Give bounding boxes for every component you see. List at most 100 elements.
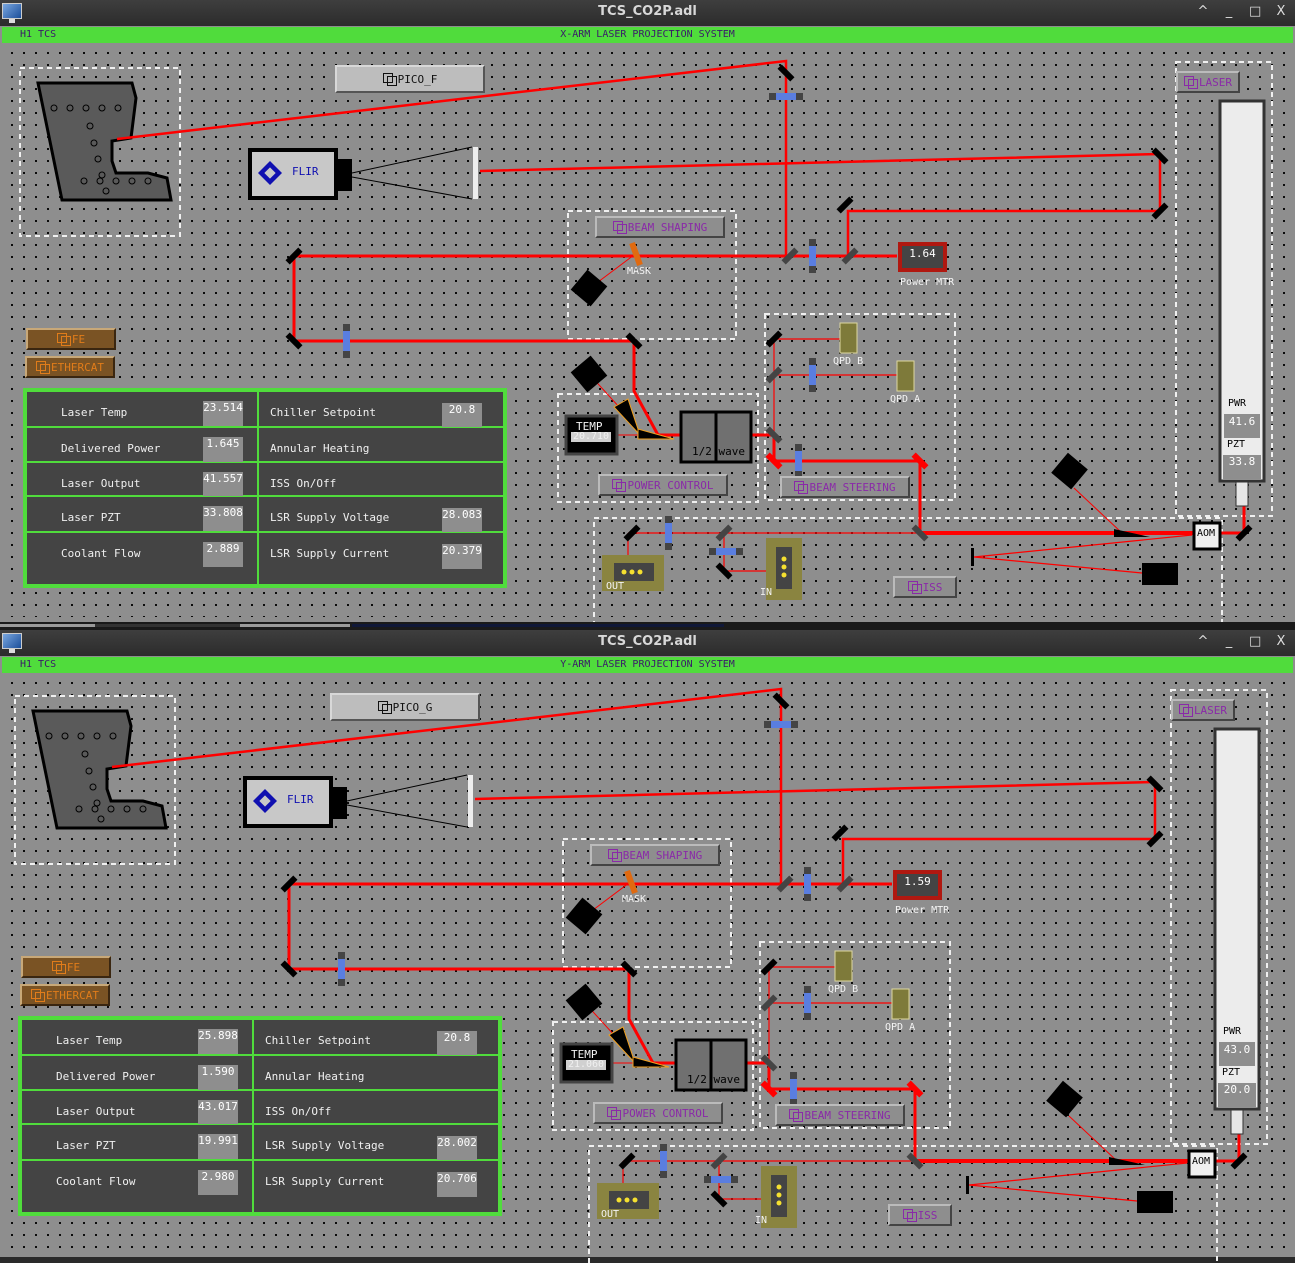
pin-icon	[624, 1197, 630, 1203]
power-control-button[interactable]: POWER CONTROL	[593, 1102, 723, 1124]
qpd-b-detector	[839, 322, 858, 354]
iss-button[interactable]: ISS	[888, 1204, 952, 1226]
mount-hole-icon	[89, 783, 97, 791]
beam-steering-button[interactable]: BEAM STEERING	[780, 476, 910, 498]
iris-icon	[971, 548, 974, 566]
in-label: IN	[760, 587, 773, 598]
pico-button[interactable]: PICO_G	[330, 693, 480, 721]
beam-dump-icon	[565, 983, 603, 1021]
close-button[interactable]: X	[1276, 4, 1286, 19]
status-value: 23.514	[203, 401, 243, 426]
dump-beam	[1073, 487, 1123, 534]
mirror-icon	[760, 1080, 778, 1098]
mirror-icon	[623, 524, 641, 542]
fe-button[interactable]: FE	[21, 956, 111, 978]
status-value: 1.590	[198, 1065, 238, 1090]
mirror-icon	[772, 692, 790, 710]
mount-hole-icon	[93, 799, 101, 807]
power-meter-label: Power MTR	[900, 277, 955, 288]
related-display-icon	[31, 989, 45, 1002]
beamsplitter-icon	[765, 366, 783, 384]
mount-hole-icon	[82, 104, 90, 112]
pzt-readout-bg	[1223, 455, 1261, 479]
laser-output-port	[1230, 1109, 1244, 1135]
beam-steering-button[interactable]: BEAM STEERING	[775, 1104, 905, 1126]
beamsplitter-icon	[906, 1152, 924, 1170]
mirror-icon	[618, 1152, 636, 1170]
iss-button[interactable]: ISS	[893, 576, 957, 598]
beam-dump-icon	[1051, 452, 1088, 490]
related-display-icon	[377, 701, 392, 714]
laser-button[interactable]: LASER	[1171, 699, 1235, 721]
lens-glass	[716, 548, 736, 555]
ethercat-button[interactable]: ETHERCAT	[25, 356, 115, 378]
pin-icon	[632, 1197, 638, 1203]
beam-shaping-group-box	[562, 838, 732, 968]
beam-shaping-button[interactable]: BEAM SHAPING	[590, 844, 720, 866]
pico-button-label: PICO_G	[392, 700, 433, 714]
mount-hole-icon	[114, 104, 122, 112]
ethercat-button[interactable]: ETHERCAT	[20, 984, 110, 1006]
beam-dump-icon	[570, 355, 608, 393]
shade-button[interactable]: ^	[1197, 634, 1209, 649]
pzt-label: PZT	[1222, 1067, 1241, 1078]
maximize-button[interactable]: □	[1249, 634, 1262, 649]
related-display-icon	[612, 221, 627, 234]
mirror-icon	[620, 960, 638, 978]
pwr-label: PWR	[1223, 1026, 1242, 1037]
pico-button[interactable]: PICO_F	[335, 65, 485, 93]
related-display-icon	[607, 849, 622, 862]
aom-box	[1192, 521, 1222, 551]
maximize-button[interactable]: □	[1249, 4, 1262, 19]
mount-hole-icon	[61, 732, 69, 740]
laser-button[interactable]: LASER	[1176, 71, 1240, 93]
power-control-button[interactable]: POWER CONTROL	[598, 474, 728, 496]
ethercat-button-label: ETHERCAT	[46, 988, 99, 1002]
temp-value: 20.710	[572, 431, 610, 442]
minimize-button[interactable]: _	[1225, 4, 1233, 19]
status-label: Laser PZT	[56, 1139, 116, 1152]
beamsplitter-icon	[781, 247, 799, 265]
mount-hole-icon	[139, 805, 147, 813]
power-meter-label: Power MTR	[895, 905, 950, 916]
polarizer-icon	[608, 1026, 636, 1064]
shade-button[interactable]: ^	[1197, 4, 1209, 19]
minimize-button[interactable]: _	[1225, 634, 1233, 649]
power-meter-value: 1.59	[904, 875, 931, 888]
beamsplitter-icon	[760, 1054, 778, 1072]
polarizer-icon	[613, 398, 641, 436]
polarizer-icon	[637, 428, 675, 440]
mount-hole-icon	[86, 122, 94, 130]
window-titlebar[interactable]: TCS_CO2P.adl ^ _ □ X	[0, 0, 1295, 26]
fe-button[interactable]: FE	[26, 328, 116, 350]
fe-button-label: FE	[71, 332, 86, 346]
flir-label: FLIR	[287, 793, 314, 806]
status-label: Delivered Power	[56, 1070, 156, 1083]
mirror-icon	[831, 824, 849, 842]
window-titlebar[interactable]: TCS_CO2P.adl ^ _ □ X	[0, 630, 1295, 656]
pwr-label: PWR	[1228, 398, 1247, 409]
related-display-icon	[907, 581, 922, 594]
iris-icon	[966, 1176, 969, 1194]
fe-button-label: FE	[66, 960, 81, 974]
out-label: OUT	[606, 581, 625, 592]
lens-glass	[338, 959, 345, 979]
half-wave-label: 1/2 wave	[687, 1073, 740, 1086]
mount-hole-icon	[90, 139, 98, 147]
beam-dump-icon	[1142, 563, 1178, 585]
status-value: 43.017	[198, 1100, 238, 1125]
related-display-icon	[1178, 704, 1193, 717]
window-title: TCS_CO2P.adl	[598, 634, 697, 649]
lens-glass	[665, 523, 672, 543]
status-label: Laser Output	[61, 477, 141, 490]
close-button[interactable]: X	[1276, 634, 1286, 649]
beam-shaping-button[interactable]: BEAM SHAPING	[595, 216, 725, 238]
laser-group-box	[1175, 61, 1273, 517]
pico-button-label: PICO_F	[397, 72, 438, 86]
beamsplitter-icon	[836, 875, 854, 893]
status-label: Chiller Setpoint	[270, 406, 376, 419]
